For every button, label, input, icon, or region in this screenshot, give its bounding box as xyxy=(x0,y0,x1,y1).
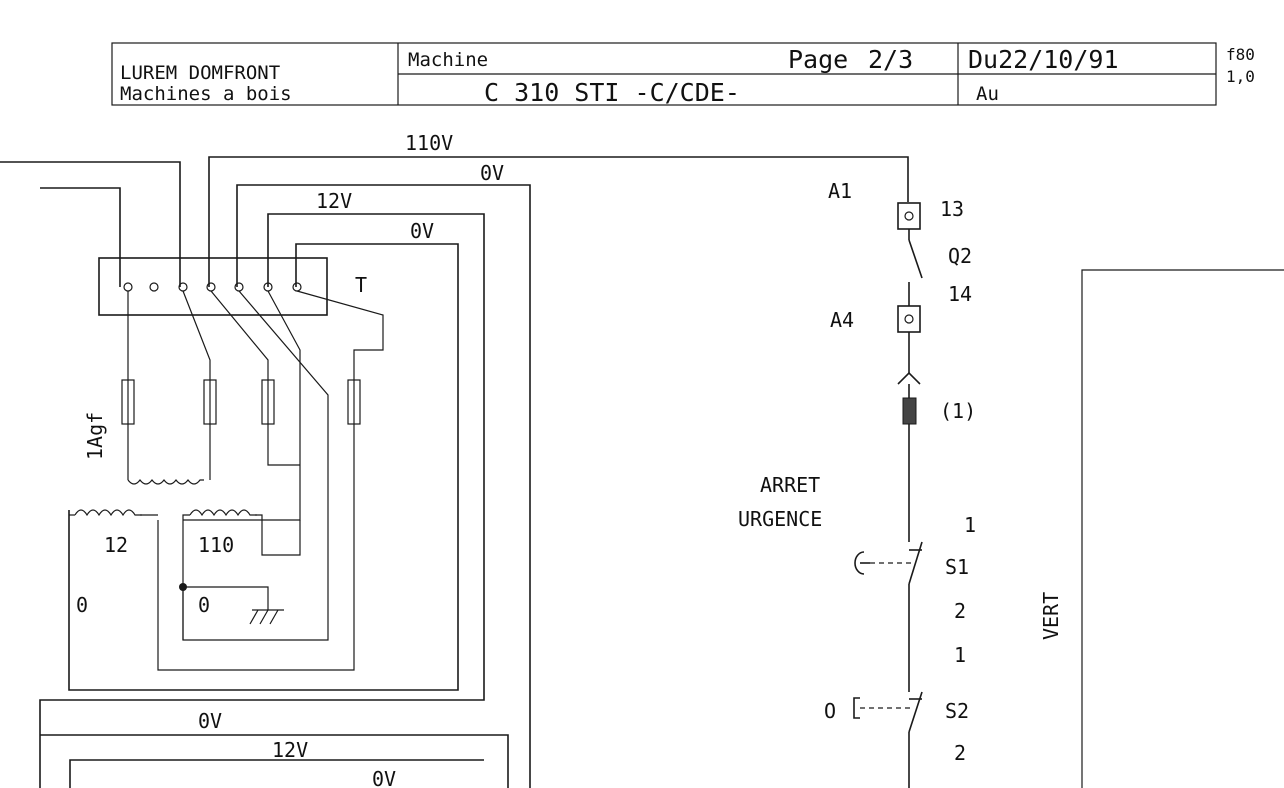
a4-label: A4 xyxy=(830,308,854,332)
machine-name: C 310 STI -C/CDE- xyxy=(484,78,740,107)
mushroom-button-icon xyxy=(854,551,865,575)
primary-coil xyxy=(127,479,204,485)
s1-label: S1 xyxy=(945,555,969,579)
s2-label: S2 xyxy=(945,699,969,723)
drawing-ref: f80 xyxy=(1226,45,1255,64)
s1-top-terminal: 1 xyxy=(964,513,976,537)
wire-bottom-12v xyxy=(69,759,484,788)
machine-label: Machine xyxy=(408,49,488,71)
wire-bottom-0v xyxy=(40,734,509,788)
s2-bottom-terminal: 2 xyxy=(954,741,966,765)
secondary-coil-12 xyxy=(74,509,142,517)
terminal-a1 xyxy=(897,202,921,230)
wire-12v xyxy=(39,213,485,788)
secondary-coil-110 xyxy=(189,509,257,517)
s2-top-terminal: 1 xyxy=(954,643,966,667)
feed-wire-1 xyxy=(0,161,181,287)
company-subtitle: Machines a bois xyxy=(120,83,292,105)
coil-0-left-label: 0 xyxy=(76,593,88,617)
estop-label-line1: ARRET xyxy=(760,473,820,497)
s1-contact xyxy=(908,541,923,585)
estop-label-line2: URGENCE xyxy=(738,507,822,531)
q2-top-terminal: 13 xyxy=(940,197,964,221)
coil-110-label: 110 xyxy=(198,533,234,557)
s2-contact xyxy=(908,691,923,733)
vert-label: VERT xyxy=(1039,592,1063,640)
drawing-version: 1,0 xyxy=(1226,67,1255,86)
feed-wire-2 xyxy=(40,187,121,287)
terminal-wire-3 xyxy=(182,290,211,380)
title-block: LUREM DOMFRONT Machines a bois Machine P… xyxy=(111,42,1255,107)
pushbutton-icon xyxy=(853,697,860,719)
s1-bottom-terminal: 2 xyxy=(954,599,966,623)
adjacent-panel-frame xyxy=(1081,269,1284,788)
plug-block xyxy=(902,397,917,425)
a1-label: A1 xyxy=(828,179,852,203)
label-110v: 110V xyxy=(405,131,453,155)
control-circuit: A1 13 Q2 14 A4 (1) ARRET URGENCE 1 S1 2 … xyxy=(738,179,1284,788)
terminal-a4 xyxy=(897,305,921,333)
page-label: Page xyxy=(788,45,848,74)
q2-bottom-terminal: 14 xyxy=(948,282,972,306)
company-name: LUREM DOMFRONT xyxy=(120,62,280,84)
label-0v-a: 0V xyxy=(480,161,504,185)
coil-0-right-label: 0 xyxy=(198,593,210,617)
s2-o-label: O xyxy=(824,699,836,723)
label-bottom-0v: 0V xyxy=(198,709,222,733)
note-1: (1) xyxy=(940,399,976,423)
label-bottom-0v-b: 0V xyxy=(372,767,396,788)
terminal-2 xyxy=(149,282,159,292)
date-to: Au xyxy=(976,83,999,105)
transformer: 12 0 110 0 xyxy=(69,424,355,671)
terminal-wire-5 xyxy=(182,290,329,641)
terminal-block xyxy=(98,257,328,316)
wire-0v-b xyxy=(68,243,459,691)
date-from: Du22/10/91 xyxy=(968,45,1119,74)
wire-0v-a xyxy=(236,184,531,788)
terminal-strip: T xyxy=(98,257,384,641)
fuse-rating-label: 1Agf xyxy=(83,412,107,460)
label-0v-b: 0V xyxy=(410,219,434,243)
wire-110v xyxy=(208,156,909,287)
coil-12-label: 12 xyxy=(104,533,128,557)
fuses: 1Agf xyxy=(83,379,361,460)
terminal-wire-7 xyxy=(296,290,384,380)
q2-contact xyxy=(908,239,923,279)
terminal-label: T xyxy=(355,273,367,297)
connector-icon xyxy=(897,371,921,385)
page-value: 2/3 xyxy=(868,45,913,74)
supply-wiring: 110V 0V 12V 0V 0V 12V 0V xyxy=(0,131,909,788)
label-bottom-12v: 12V xyxy=(272,738,308,762)
q2-label: Q2 xyxy=(948,244,972,268)
label-12v: 12V xyxy=(316,189,352,213)
terminal-7 xyxy=(292,282,302,292)
terminal-wire-6 xyxy=(183,290,301,521)
terminal-wire-4 xyxy=(210,290,269,380)
terminal-1 xyxy=(123,282,133,292)
